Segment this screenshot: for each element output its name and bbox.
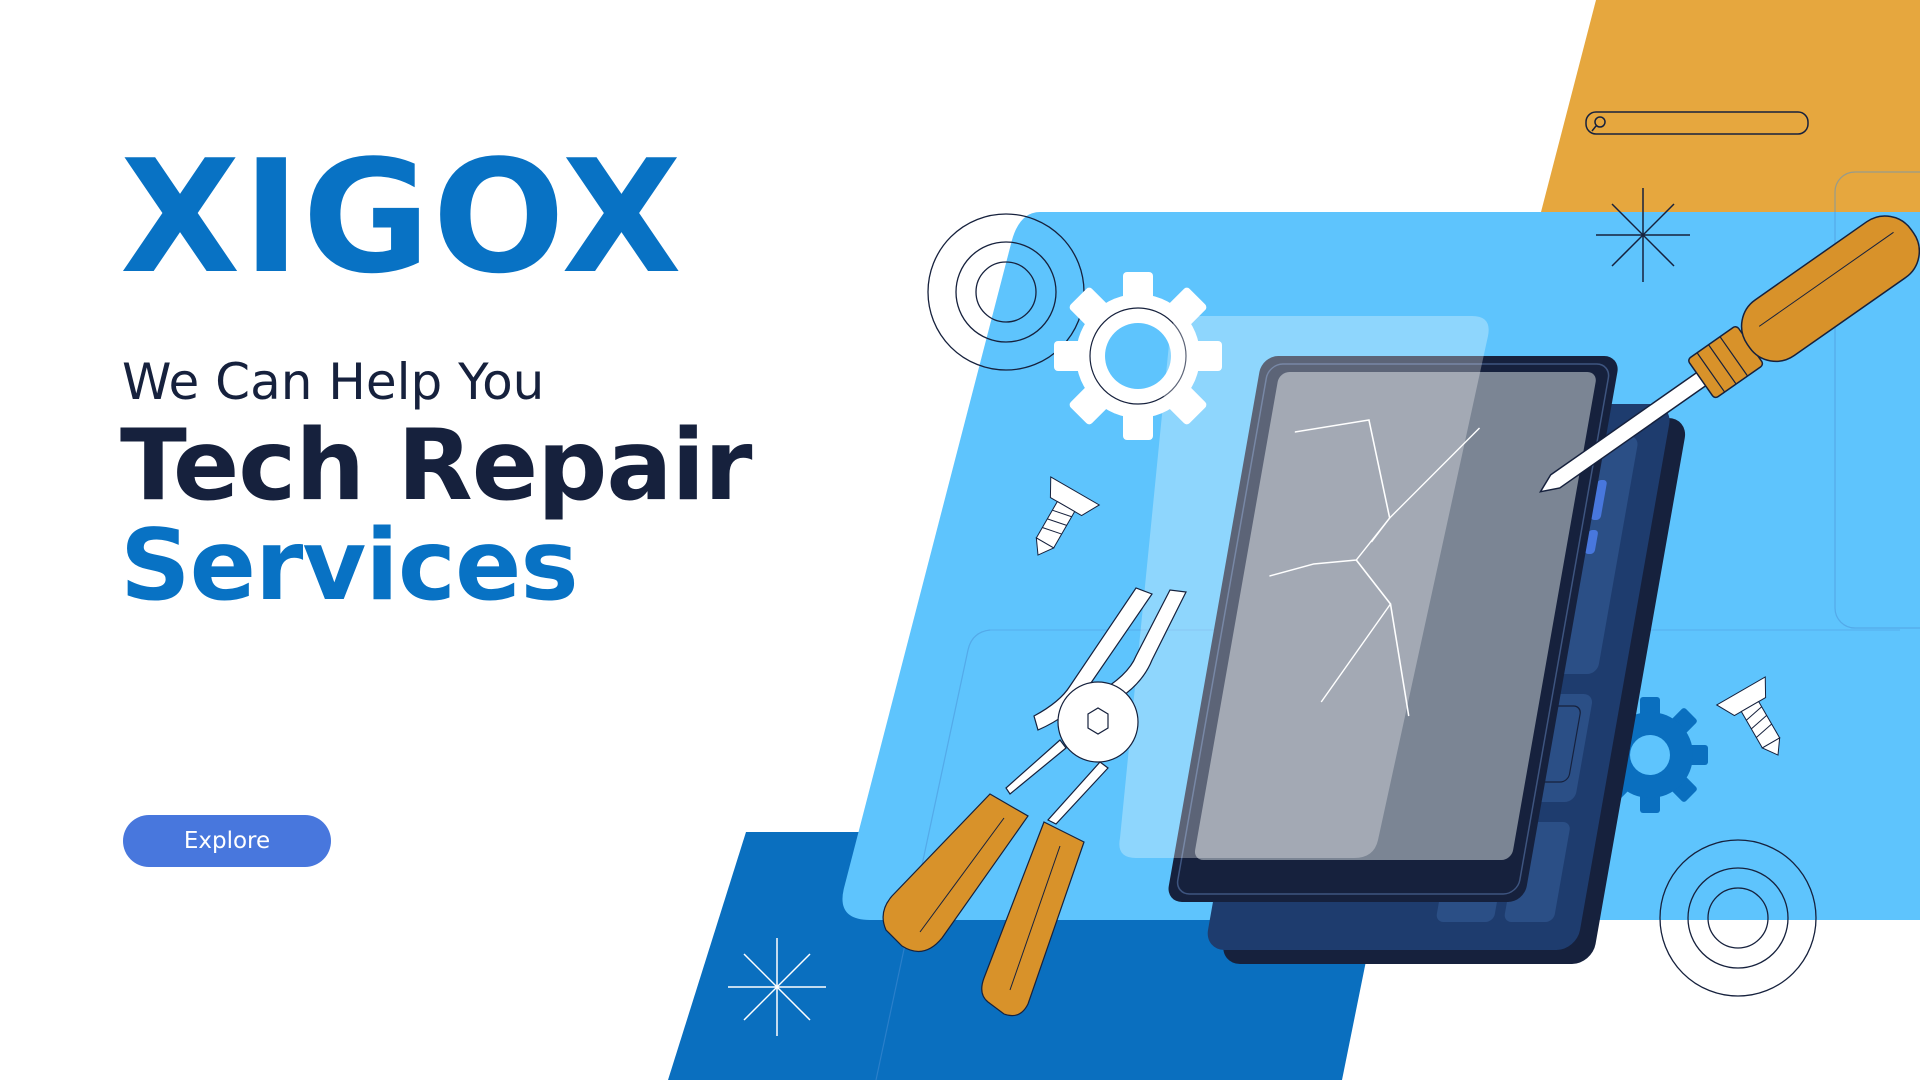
pliers-icon [882,587,1187,1017]
hero-tagline: We Can Help You [122,353,545,411]
sparkle-icon [728,938,826,1036]
screw-icon [1715,676,1781,756]
screwdriver-icon [1538,215,1920,493]
screen-protector [1119,316,1489,858]
gear-icon [1054,272,1222,440]
hero-headline: Tech Repair [120,409,752,523]
sparkle-icon [1596,188,1690,282]
brand-logo: XIGOX [120,126,684,308]
cracked-phone-icon [1168,356,1618,902]
screw-icon [1035,476,1101,556]
hero-headline-accent: Services [120,509,579,623]
search-bar-icon [1585,111,1809,135]
explore-button[interactable]: Explore [123,815,331,867]
target-circles-icon [1659,839,1817,997]
